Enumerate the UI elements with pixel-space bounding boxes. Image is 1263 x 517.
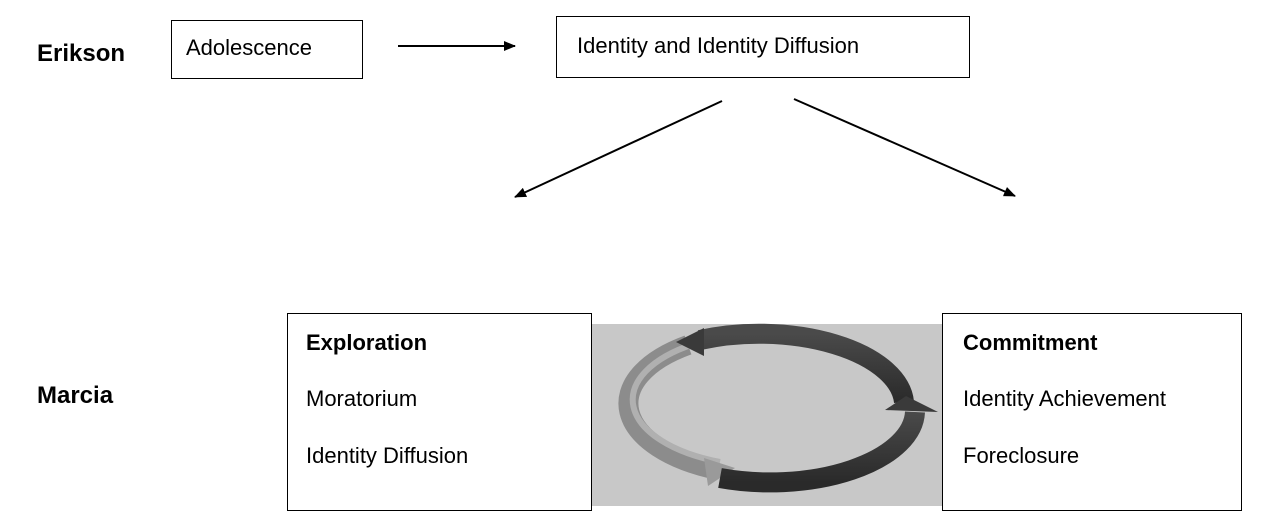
identity-label: Identity and Identity Diffusion [577,33,860,58]
exploration-title: Exploration [306,330,428,355]
adolescence-box: Adolescence [171,20,363,79]
marcia-label: Marcia [37,382,114,409]
moratorium-label: Moratorium [306,386,418,411]
exploration-panel: Exploration Moratorium Identity Diffusio… [287,313,592,511]
foreclosure-label: Foreclosure [963,443,1080,468]
commitment-panel: Commitment Identity Achievement Foreclos… [942,313,1242,511]
identity-achievement-label: Identity Achievement [963,386,1167,411]
cycle-arrow-light [618,335,735,486]
commitment-title: Commitment [963,330,1098,355]
cycle-arrow-dark [676,323,938,493]
arrow-identity-to-exploration [514,100,723,198]
arrow-identity-to-commitment [793,98,1016,197]
identity-box: Identity and Identity Diffusion [556,16,970,78]
erikson-label: Erikson [37,40,126,67]
exploration-identity-diffusion-label: Identity Diffusion [306,443,469,468]
adolescence-label: Adolescence [186,35,312,60]
